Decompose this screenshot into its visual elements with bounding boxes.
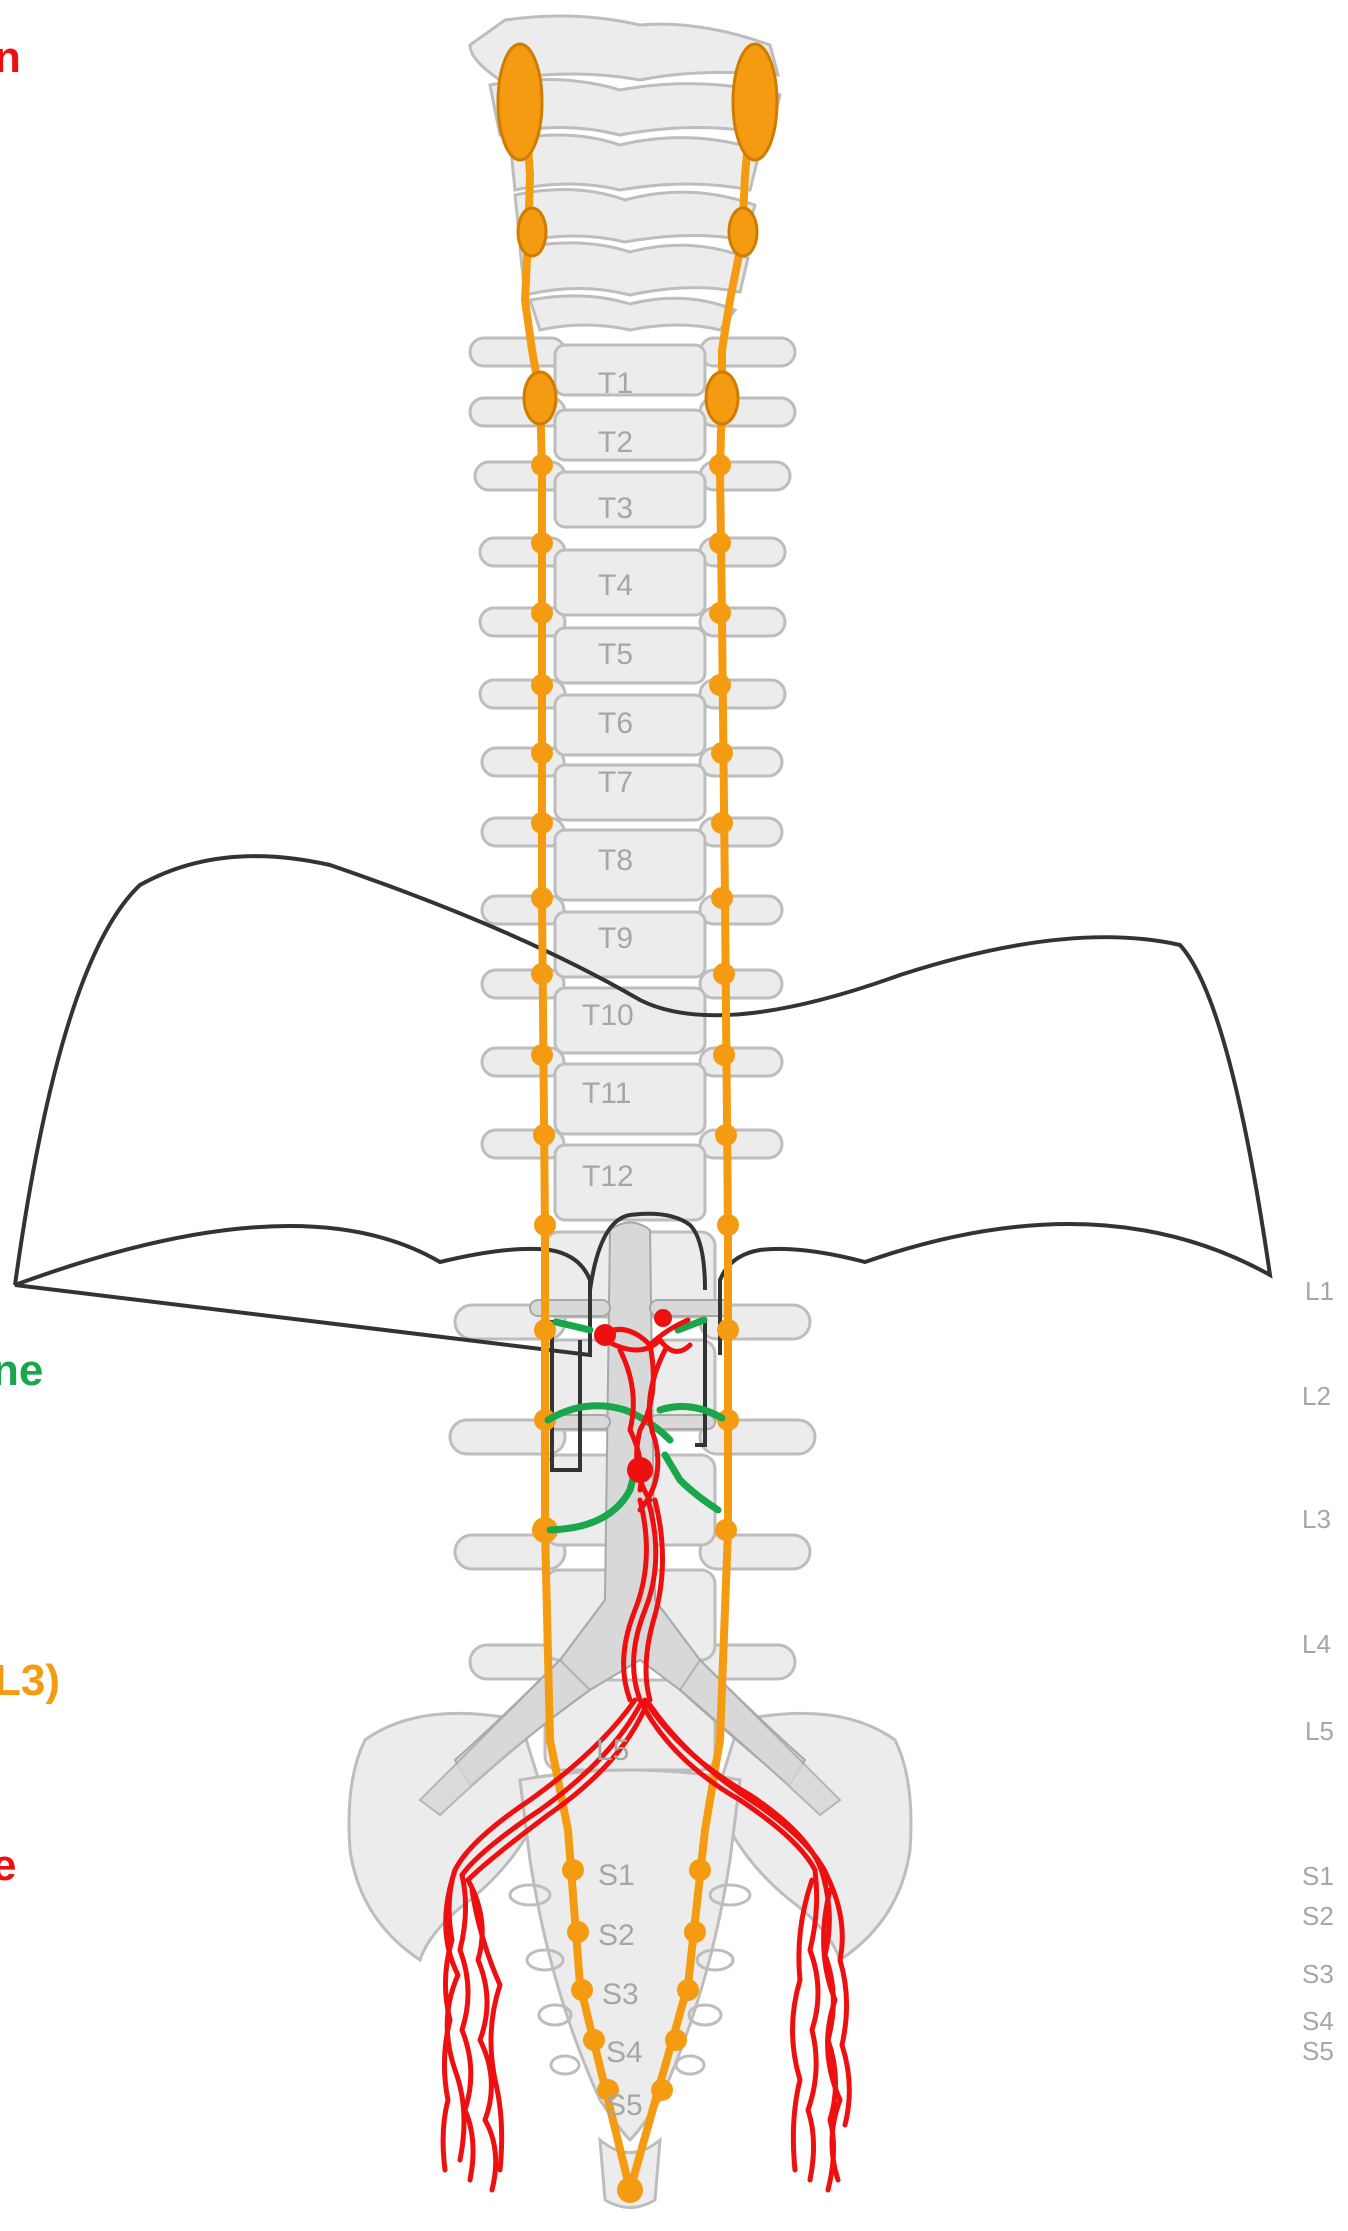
left-label-green: ne — [0, 1346, 43, 1395]
left-label-red: e — [0, 1841, 16, 1890]
label-t6: T6 — [598, 707, 633, 740]
label-s3-body: S3 — [602, 1978, 639, 2011]
label-s5-body: S5 — [606, 2089, 643, 2122]
lumbar-side-labels: L1 L2 L3 L4 L5 — [1302, 1276, 1334, 1746]
side-label-s3: S3 — [1302, 1959, 1334, 1989]
side-label-s4: S4 — [1302, 2006, 1334, 2036]
left-label-top: n — [0, 33, 21, 82]
label-t2: T2 — [598, 426, 633, 459]
side-label-l1: L1 — [1305, 1276, 1334, 1306]
side-label-s5: S5 — [1302, 2036, 1334, 2066]
label-t11: T11 — [582, 1077, 631, 1110]
label-t9: T9 — [598, 922, 633, 955]
label-s4-body: S4 — [606, 2036, 643, 2069]
side-label-l3: L3 — [1302, 1504, 1331, 1534]
sacral-side-labels: S1 S2 S3 S4 S5 — [1302, 1861, 1334, 2066]
label-t5: T5 — [598, 638, 633, 671]
label-t4: T4 — [598, 569, 633, 602]
side-label-s2: S2 — [1302, 1901, 1334, 1931]
left-label-orange: L3) — [0, 1656, 60, 1705]
side-label-l2: L2 — [1302, 1381, 1331, 1411]
label-l5-body: L5 — [596, 1734, 629, 1767]
label-t1: T1 — [598, 367, 633, 400]
side-label-l4: L4 — [1302, 1629, 1331, 1659]
label-t8: T8 — [598, 844, 633, 877]
label-s1-body: S1 — [598, 1859, 635, 1892]
side-label-s1: S1 — [1302, 1861, 1334, 1891]
label-t3: T3 — [598, 492, 633, 525]
label-t10: T10 — [582, 999, 634, 1032]
label-t7: T7 — [598, 766, 633, 799]
label-s2-body: S2 — [598, 1919, 635, 1952]
side-label-l5: L5 — [1305, 1716, 1334, 1746]
label-t12: T12 — [582, 1160, 634, 1193]
